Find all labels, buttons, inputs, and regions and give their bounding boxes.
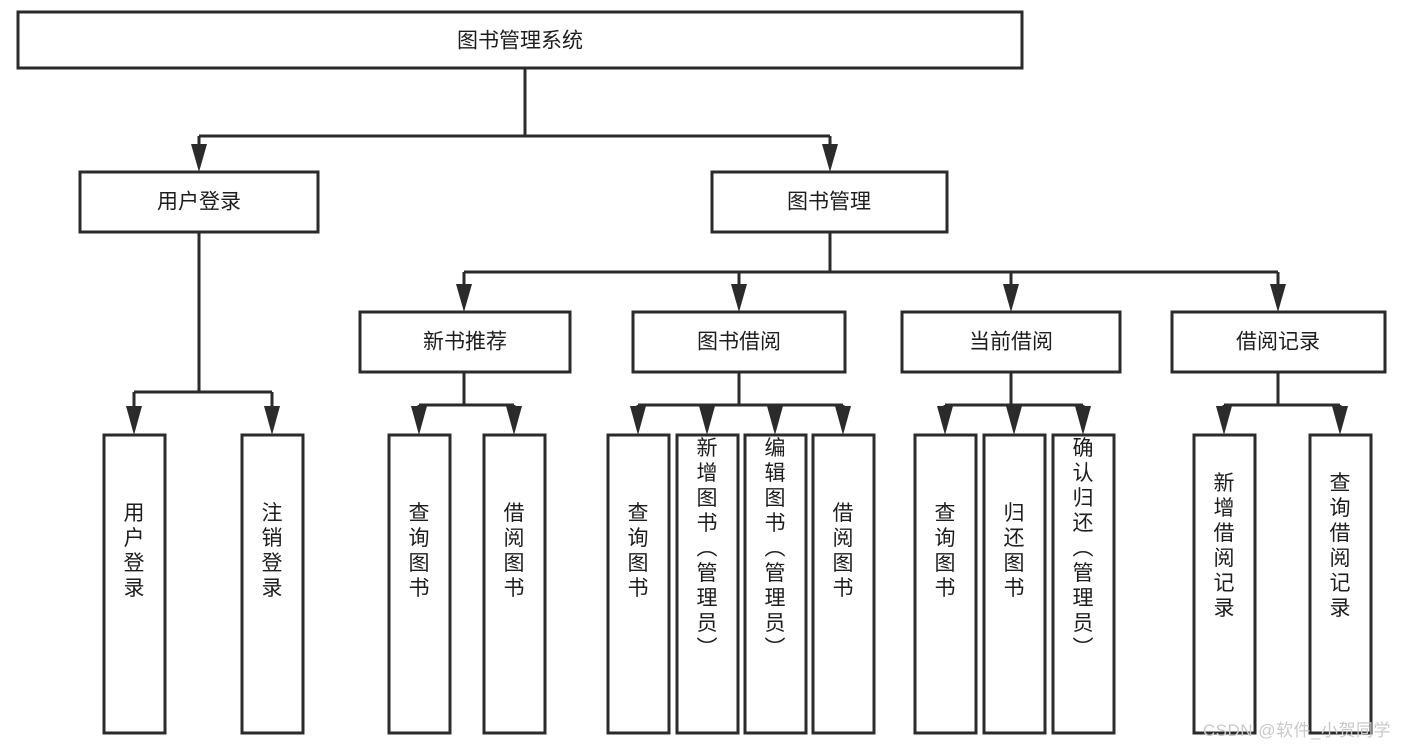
leaf-current-confirm-return-label: 确认归还︵管理员︶ bbox=[1073, 437, 1094, 660]
arrow-bookborrow-child-2-icon bbox=[699, 406, 715, 435]
leaf-recommend-borrow-book[interactable]: 借阅图书 bbox=[482, 433, 547, 735]
arrow-borrowrecord-child-2-icon bbox=[1332, 406, 1348, 435]
leaf-logout[interactable]: 注销登录 bbox=[240, 433, 305, 735]
node-book-management-box[interactable] bbox=[710, 170, 949, 234]
leaf-borrow-query-book[interactable]: 查询图书 bbox=[606, 433, 671, 735]
node-root-label: 图书管理系统 bbox=[457, 30, 583, 53]
leaf-borrow-edit-book-box[interactable] bbox=[743, 433, 808, 735]
leaf-borrow-add-book[interactable]: 新增图书︵管理员︶ bbox=[675, 433, 740, 735]
leaf-record-query-box[interactable] bbox=[1308, 433, 1373, 735]
leaf-borrow-edit-book[interactable]: 编辑图书︵管理员︶ bbox=[743, 433, 808, 735]
node-book-management[interactable]: 图书管理 bbox=[710, 170, 949, 234]
leaf-current-query-book-box[interactable] bbox=[913, 433, 978, 735]
connector-group-bookmgmt bbox=[456, 232, 1286, 312]
node-root[interactable]: 图书管理系统 bbox=[16, 10, 1024, 70]
node-new-book-recommend[interactable]: 新书推荐 bbox=[358, 310, 572, 374]
leaf-borrow-query-book-box[interactable] bbox=[606, 433, 671, 735]
connector-group-bookborrow bbox=[630, 372, 851, 435]
leaf-record-add-label: 新增借阅记录 bbox=[1214, 472, 1235, 620]
arrow-bookmgmt-child-2-icon bbox=[731, 284, 747, 312]
node-root-box[interactable] bbox=[16, 10, 1024, 70]
connector-group-root bbox=[191, 68, 838, 172]
leaf-current-query-book[interactable]: 查询图书 bbox=[913, 433, 978, 735]
leaf-record-add-box[interactable] bbox=[1192, 433, 1257, 735]
node-book-borrow-box[interactable] bbox=[631, 310, 847, 374]
leaf-current-return-book-label: 归还图书 bbox=[1004, 502, 1025, 600]
arrow-bookborrow-child-1-icon bbox=[630, 406, 646, 435]
leaf-recommend-borrow-book-label: 借阅图书 bbox=[504, 502, 525, 600]
leaf-borrow-add-book-box[interactable] bbox=[675, 433, 740, 735]
arrow-userlogin-child-1-icon bbox=[126, 406, 142, 435]
leaf-borrow-borrow-book-label: 借阅图书 bbox=[833, 502, 854, 600]
arrow-root-to-userlogin-icon bbox=[191, 144, 207, 172]
leaf-current-return-book-box[interactable] bbox=[982, 433, 1047, 735]
leaf-recommend-borrow-book-box[interactable] bbox=[482, 433, 547, 735]
connector-group-newbook bbox=[411, 372, 522, 435]
leaf-borrow-borrow-book-box[interactable] bbox=[811, 433, 876, 735]
leaf-recommend-query-book-label: 查询图书 bbox=[409, 502, 430, 600]
node-user-login-box[interactable] bbox=[78, 170, 320, 234]
leaf-borrow-edit-book-label: 编辑图书︵管理员︶ bbox=[765, 437, 786, 660]
arrow-currentborrow-child-3-icon bbox=[1075, 406, 1091, 435]
connector-group-userlogin bbox=[126, 232, 280, 435]
leaf-logout-box[interactable] bbox=[240, 433, 305, 735]
leaf-recommend-query-book[interactable]: 查询图书 bbox=[387, 433, 452, 735]
node-book-borrow[interactable]: 图书借阅 bbox=[631, 310, 847, 374]
node-book-management-label: 图书管理 bbox=[787, 191, 871, 214]
leaf-record-add[interactable]: 新增借阅记录 bbox=[1192, 433, 1257, 735]
arrow-borrowrecord-child-1-icon bbox=[1216, 406, 1232, 435]
connector-group-borrowrecord bbox=[1216, 372, 1348, 435]
node-borrow-record-label: 借阅记录 bbox=[1236, 331, 1320, 354]
leaf-current-confirm-return[interactable]: 确认归还︵管理员︶ bbox=[1051, 433, 1116, 735]
leaf-record-query[interactable]: 查询借阅记录 bbox=[1308, 433, 1373, 735]
leaf-borrow-add-book-label: 新增图书︵管理员︶ bbox=[697, 437, 718, 660]
node-user-login[interactable]: 用户登录 bbox=[78, 170, 320, 234]
arrow-newbook-child-2-icon bbox=[506, 406, 522, 435]
leaf-recommend-query-book-box[interactable] bbox=[387, 433, 452, 735]
arrow-bookborrow-child-3-icon bbox=[767, 406, 783, 435]
leaf-record-query-label: 查询借阅记录 bbox=[1330, 472, 1351, 620]
leaf-user-login-box[interactable] bbox=[102, 433, 167, 735]
node-current-borrow-box[interactable] bbox=[900, 310, 1122, 374]
node-current-borrow-label: 当前借阅 bbox=[969, 331, 1053, 354]
arrow-currentborrow-child-2-icon bbox=[1006, 406, 1022, 435]
arrow-bookmgmt-child-3-icon bbox=[1003, 284, 1019, 312]
node-user-login-label: 用户登录 bbox=[157, 191, 241, 214]
leaf-current-confirm-return-box[interactable] bbox=[1051, 433, 1116, 735]
arrow-bookmgmt-child-1-icon bbox=[456, 284, 472, 312]
leaf-user-login-label: 用户登录 bbox=[124, 502, 145, 600]
node-borrow-record-box[interactable] bbox=[1170, 310, 1387, 374]
node-book-borrow-label: 图书借阅 bbox=[697, 331, 781, 354]
arrow-newbook-child-1-icon bbox=[411, 406, 427, 435]
leaf-current-return-book[interactable]: 归还图书 bbox=[982, 433, 1047, 735]
leaf-user-login[interactable]: 用户登录 bbox=[102, 433, 167, 735]
arrow-currentborrow-child-1-icon bbox=[937, 406, 953, 435]
node-new-book-recommend-box[interactable] bbox=[358, 310, 572, 374]
connector-group-currentborrow bbox=[937, 372, 1091, 435]
node-new-book-recommend-label: 新书推荐 bbox=[423, 331, 507, 354]
arrow-userlogin-child-2-icon bbox=[264, 406, 280, 435]
leaf-logout-label: 注销登录 bbox=[262, 502, 283, 600]
leaf-borrow-query-book-label: 查询图书 bbox=[628, 502, 649, 600]
leaf-borrow-borrow-book[interactable]: 借阅图书 bbox=[811, 433, 876, 735]
arrow-root-to-bookmgmt-icon bbox=[822, 144, 838, 172]
leaf-current-query-book-label: 查询图书 bbox=[935, 502, 956, 600]
node-borrow-record[interactable]: 借阅记录 bbox=[1170, 310, 1387, 374]
arrow-bookborrow-child-4-icon bbox=[835, 406, 851, 435]
node-current-borrow[interactable]: 当前借阅 bbox=[900, 310, 1122, 374]
arrow-bookmgmt-child-4-icon bbox=[1270, 284, 1286, 312]
